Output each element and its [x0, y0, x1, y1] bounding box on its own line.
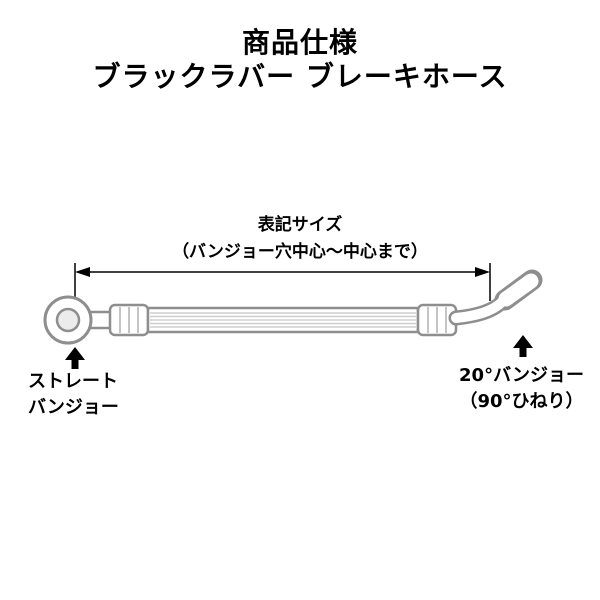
left-fitting-label: ストレート バンジョー: [28, 369, 119, 421]
right-fitting-label-line1: 20°バンジョー: [459, 365, 584, 386]
left-fitting-label-line2: バンジョー: [28, 397, 119, 418]
size-annotation-line2: （バンジョー穴中心～中心まで）: [172, 242, 428, 262]
right-pointer-up-arrow-icon: [513, 335, 533, 357]
dimension-arrow-icon: [74, 263, 491, 301]
size-annotation-line1: 表記サイズ: [257, 215, 343, 235]
angled-banjo-fitting: [448, 269, 543, 326]
straight-banjo-fitting: [43, 295, 116, 345]
left-pointer-up-arrow-icon: [65, 347, 85, 369]
left-fitting-label-line1: ストレート: [28, 371, 118, 392]
banjo-eye-hole: [55, 307, 81, 333]
page-subtitle: ブラックラバー ブレーキホース: [92, 60, 508, 93]
hose-illustration: [43, 263, 543, 369]
size-annotation: 表記サイズ （バンジョー穴中心～中心まで）: [0, 212, 600, 266]
right-fitting-label: 20°バンジョー （90°ひねり）: [443, 363, 600, 415]
arrowhead: [513, 335, 533, 348]
angled-banjo-end-fill: [498, 273, 539, 307]
page-title: 商品仕様: [241, 26, 358, 59]
dimension-arrowhead-right: [475, 267, 490, 277]
hose-body: [108, 303, 458, 337]
arrow-stem: [71, 359, 79, 369]
right-fitting-label-line2: （90°ひねり）: [459, 391, 584, 412]
dimension-arrowhead-left: [75, 267, 90, 277]
arrowhead: [65, 347, 85, 360]
header: 商品仕様 ブラックラバー ブレーキホース: [0, 26, 600, 94]
arrow-stem: [519, 347, 527, 357]
